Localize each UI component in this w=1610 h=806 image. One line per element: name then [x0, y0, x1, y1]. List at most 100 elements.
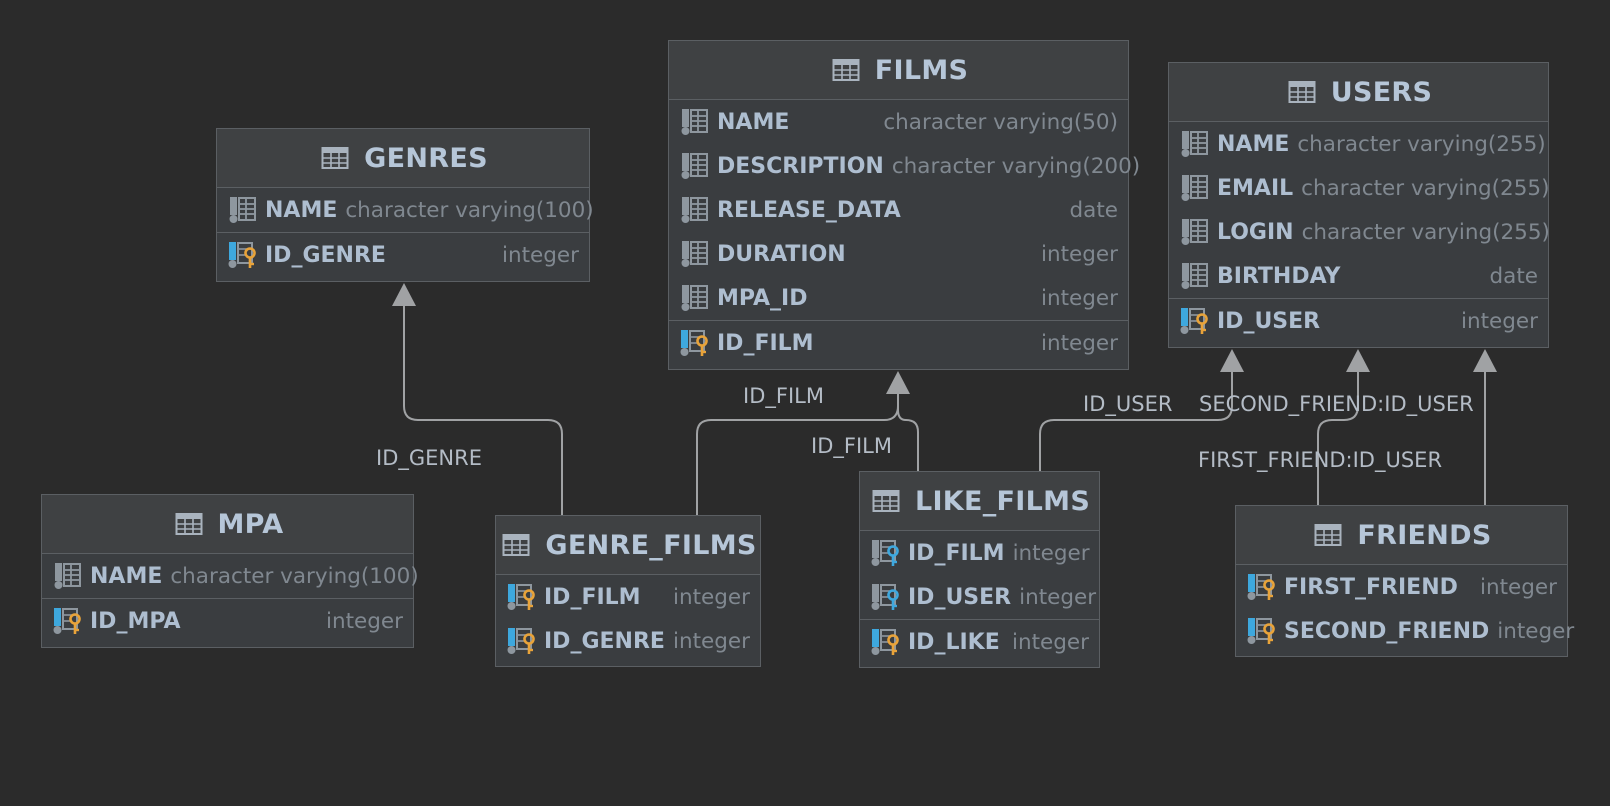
foreign-key-icon: [868, 582, 902, 612]
key-row[interactable]: ID_GENRE integer: [496, 619, 760, 663]
relation-label: ID_FILM: [811, 434, 892, 459]
primary-key-icon: [868, 627, 902, 657]
table-title: FILMS: [874, 54, 969, 86]
column-name: ID_FILM: [544, 584, 641, 610]
relation-label: ID_USER: [1083, 392, 1172, 417]
column-row[interactable]: NAME character varying(255): [1169, 122, 1548, 166]
primary-key-icon: [677, 328, 711, 358]
table-header: MPA: [42, 495, 413, 554]
table-icon: [829, 55, 863, 85]
column-type: character varying(100): [170, 563, 419, 589]
column-type: integer: [1497, 618, 1575, 644]
column-name: ID_GENRE: [544, 628, 665, 654]
column-name: NAME: [1217, 131, 1290, 157]
column-type: character varying(100): [345, 197, 594, 223]
relation-label: FIRST_FRIEND:ID_USER: [1198, 448, 1442, 473]
table-icon: [1311, 520, 1345, 550]
relation-friends-users-second[interactable]: SECOND_FRIEND:ID_USER: [1199, 349, 1497, 505]
table-title: USERS: [1330, 76, 1433, 108]
column-type: character varying(50): [883, 109, 1118, 135]
column-row[interactable]: LOGIN character varying(255): [1169, 210, 1550, 254]
column-type: character varying(255): [1301, 219, 1550, 245]
key-row[interactable]: ID_LIKE integer: [860, 620, 1099, 664]
column-name: SECOND_FRIEND: [1284, 618, 1490, 644]
table-icon: [318, 143, 352, 173]
column-name: FIRST_FRIEND: [1284, 574, 1458, 600]
primary-key-icon: [1177, 306, 1211, 336]
column-name: ID_FILM: [717, 330, 814, 356]
table-header: LIKE_FILMS: [860, 472, 1099, 531]
column-type: integer: [1012, 629, 1089, 655]
column-type: integer: [673, 628, 750, 654]
primary-key-icon: [50, 606, 84, 636]
table-header: FRIENDS: [1236, 506, 1567, 565]
table-icon: [172, 509, 206, 539]
column-icon: [1177, 129, 1211, 159]
column-name: RELEASE_DATA: [717, 197, 901, 223]
table-header: USERS: [1169, 63, 1548, 122]
key-section: ID_LIKE integer: [860, 619, 1099, 664]
key-row[interactable]: SECOND_FRIEND integer: [1236, 609, 1574, 653]
relation-like-films-users[interactable]: ID_USER: [1039, 349, 1244, 471]
column-type: character varying(255): [1297, 131, 1546, 157]
column-type: integer: [1041, 285, 1118, 311]
column-type: integer: [1461, 308, 1538, 334]
column-type: character varying(255): [1301, 175, 1550, 201]
column-icon: [677, 195, 711, 225]
relation-label: ID_FILM: [743, 384, 824, 409]
column-icon: [677, 239, 711, 269]
column-icon: [50, 561, 84, 591]
table-header: GENRES: [217, 129, 589, 188]
column-name: BIRTHDAY: [1217, 263, 1341, 289]
table-genres[interactable]: GENRES NAME character varying(100) ID_GEN…: [216, 128, 594, 282]
column-icon: [225, 195, 259, 225]
column-name: ID_GENRE: [265, 242, 386, 268]
column-row[interactable]: NAME character varying(100): [217, 188, 594, 232]
column-name: ID_LIKE: [908, 629, 1000, 655]
column-name: ID_MPA: [90, 608, 181, 634]
column-icon: [1177, 217, 1211, 247]
column-icon: [677, 283, 711, 313]
column-type: character varying(200): [891, 153, 1141, 179]
column-name: NAME: [265, 197, 338, 223]
relation-genre-films-genres[interactable]: ID_GENRE: [376, 283, 563, 515]
column-type: integer: [1012, 540, 1090, 566]
relation-like-films-films[interactable]: ID_FILM: [811, 393, 919, 471]
primary-foreign-key-icon: [504, 582, 538, 612]
column-name: LOGIN: [1217, 219, 1294, 245]
relation-friends-users-first[interactable]: FIRST_FRIEND:ID_USER: [1198, 349, 1442, 505]
table-icon: [1285, 77, 1319, 107]
table-title: FRIENDS: [1357, 519, 1492, 551]
table-title: MPA: [217, 508, 284, 540]
